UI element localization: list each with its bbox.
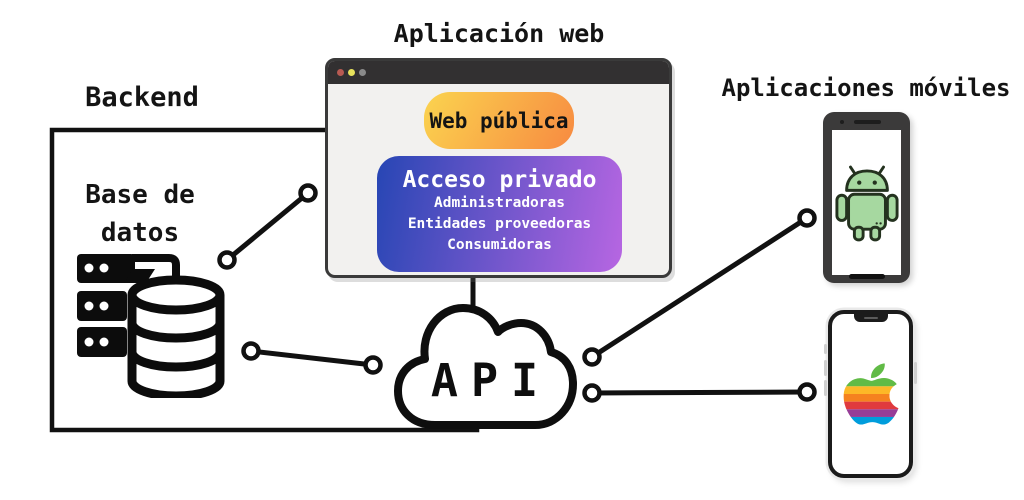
connector-node [363, 355, 383, 375]
connector-db-to-browser [217, 183, 318, 270]
database-label-line2: datos [100, 218, 180, 248]
iphone-speaker-slit [863, 316, 878, 319]
connector-node [797, 208, 817, 228]
private-access-item: Consumidoras [447, 237, 552, 253]
iphone-side-button [914, 362, 917, 384]
iphone-notch [853, 313, 888, 322]
connector-node [797, 382, 817, 402]
web-app-title: Aplicación web [393, 19, 605, 48]
window-minimize-dot [348, 69, 355, 76]
api-cloud: API [394, 304, 577, 429]
android-robot-icon [834, 165, 899, 241]
iphone-side-button [824, 380, 827, 396]
browser-titlebar [328, 61, 669, 84]
window-maximize-dot [359, 69, 366, 76]
connector-node [582, 347, 602, 367]
web-public-button: Web pública [424, 92, 574, 149]
private-access-item: Administradoras [434, 195, 565, 211]
iphone-side-button [824, 360, 827, 376]
private-access-card: Acceso privado Administradoras Entidades… [377, 156, 622, 272]
database-cylinder [127, 275, 225, 398]
android-screen [832, 130, 901, 275]
connector-node [241, 341, 261, 361]
database-server-icon [77, 254, 225, 398]
android-home-bar [849, 273, 885, 279]
android-phone [823, 112, 910, 283]
iphone-side-button [824, 344, 827, 354]
android-camera-dot [840, 120, 844, 124]
connector-node [217, 250, 237, 270]
iphone [824, 310, 917, 478]
connector-node [582, 383, 602, 403]
apple-rainbow-logo-icon [843, 363, 898, 425]
connector-cloud-to-android [582, 208, 817, 367]
web-public-label: Web pública [429, 108, 569, 133]
android-speaker [854, 120, 881, 124]
mobile-apps-title: Aplicaciones móviles [721, 74, 1011, 102]
database-label: Base de datos [85, 176, 195, 252]
connector-db-to-cloud [241, 341, 383, 375]
private-access-heading: Acceso privado [402, 167, 597, 193]
connector-cloud-to-iphone [582, 382, 817, 403]
database-label-line1: Base de [85, 180, 195, 210]
connector-node [298, 183, 318, 203]
window-close-dot [337, 69, 344, 76]
private-access-item: Entidades proveedoras [407, 216, 592, 232]
backend-title: Backend [85, 82, 199, 113]
api-label: API [431, 354, 551, 407]
